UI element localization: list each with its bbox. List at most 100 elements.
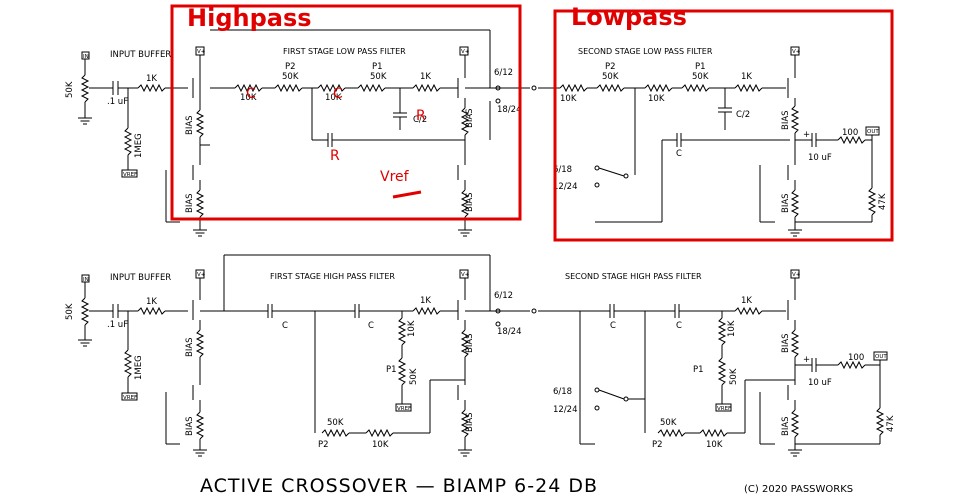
top-in-label: IN [83, 54, 89, 60]
bottom-p1: P1 [386, 365, 397, 375]
top-bias-6: BIAS [781, 193, 791, 213]
top-s2-10kb: 10K [648, 94, 665, 104]
bottom-sw2-a: 6/18 [553, 387, 572, 397]
bottom-bias-2: BIAS [185, 416, 195, 436]
top-s2-c: C [676, 149, 682, 159]
bottom-r1k: 1K [420, 296, 431, 306]
highpass-label: Highpass [187, 4, 312, 32]
top-s2-p1: P1 [695, 62, 706, 72]
bottom-s2-r10k: 10K [727, 320, 737, 337]
top-r10kb: 10K [325, 93, 342, 103]
top-p2-label: P2 [285, 62, 296, 72]
footer-title: ACTIVE CROSSOVER — BIAMP 6-24 DB [200, 475, 598, 497]
top-r1k: 1K [420, 72, 431, 82]
bottom-vplus-1: V+ [197, 272, 206, 278]
bottom-out-label: OUT [875, 354, 887, 360]
top-k50a: 50K [282, 72, 299, 82]
bottom-p2: P2 [318, 440, 329, 450]
bottom-in-label: IN [83, 277, 89, 283]
bottom-vplus-3: V+ [792, 272, 801, 278]
annotation-vref: Vref [380, 169, 410, 185]
top-out-load: 47K [878, 193, 888, 210]
bottom-k50b: 50K [327, 418, 344, 428]
top-k50b: 50K [370, 72, 387, 82]
top-sw-a: 6/12 [494, 68, 513, 78]
top-cap-in-label: .1 uF [107, 97, 128, 107]
bottom-r-bias: 1MEG [134, 355, 144, 380]
bottom-vplus-2: V+ [461, 272, 470, 278]
top-out-cap: 10 uF [808, 153, 832, 163]
footer-copyright: (C) 2020 PASSWORKS [744, 484, 853, 495]
bottom-input-buffer-title: INPUT BUFFER [110, 273, 171, 283]
top-p1-label: P1 [372, 62, 383, 72]
top-s2-c2: C/2 [736, 110, 750, 120]
bottom-out-load: 47K [886, 415, 896, 432]
annotation-c-1: C [246, 86, 256, 102]
top-c2: C/2 [413, 115, 427, 125]
top-vref-tag [121, 169, 138, 178]
top-bias-label-1: BIAS [185, 115, 195, 135]
bottom-k50: 50K [409, 368, 419, 385]
bottom-s2-p2: P2 [652, 440, 663, 450]
top-vref-label: VREF [123, 172, 137, 178]
bottom-sw-b: 18/24 [497, 327, 522, 337]
bottom-vref-3: VREF [717, 406, 731, 412]
top-input-pot [81, 74, 89, 103]
bottom-s2-r1k: 1K [741, 296, 752, 306]
top-r-in-label: 1K [146, 74, 157, 84]
top-input-buffer: IN 50K .1 uF 1K 1MEG VREF INPUT BUFFER V… [65, 46, 210, 237]
top-s2-10ka: 10K [560, 94, 577, 104]
top-s2-p2: P2 [605, 62, 616, 72]
bottom-out-cap: 10 uF [808, 378, 832, 388]
bottom-cap-in: .1 uF [107, 320, 128, 330]
top-bias-5: BIAS [781, 110, 791, 130]
bottom-pot-in: 50K [65, 303, 75, 320]
bottom-bias-4: BIAS [465, 412, 475, 432]
bottom-stage2-title: SECOND STAGE HIGH PASS FILTER [565, 272, 702, 281]
bottom-stage1-title: FIRST STAGE HIGH PASS FILTER [270, 272, 395, 281]
top-sw-b: 18/24 [497, 105, 522, 115]
bottom-bias-5: BIAS [781, 333, 791, 353]
top-pot-in-label: 50K [65, 81, 75, 98]
top-bias-label-2: BIAS [185, 193, 195, 213]
top-r-bias-label: 1MEG [134, 133, 144, 158]
top-first-stage: FIRST STAGE LOW PASS FILTER 10K P2 50K 1… [210, 29, 537, 237]
bottom-r10kb: 10K [372, 440, 389, 450]
bottom-s2-k50b: 50K [660, 418, 677, 428]
top-plus: + [803, 130, 810, 140]
bottom-s2-r10kb: 10K [706, 440, 723, 450]
lowpass-box [553, 9, 894, 242]
bottom-r10k: 10K [407, 320, 417, 337]
bottom-vref-2: VREF [397, 406, 411, 412]
bottom-s2-k50: 50K [729, 368, 739, 385]
bottom-c-1: C [282, 321, 288, 331]
annotation-r-1: R [416, 108, 426, 124]
top-vplus-3: V+ [792, 49, 801, 55]
bottom-c-3: C [610, 321, 616, 331]
bottom-r-in: 1K [146, 297, 157, 307]
top-input-buffer-title: INPUT BUFFER [110, 50, 171, 60]
bottom-sw-a: 6/12 [494, 291, 513, 301]
annotation-vref-underline [392, 190, 422, 199]
annotation-c-2: C [333, 86, 343, 102]
top-s2-50a: 50K [602, 72, 619, 82]
bottom-s2-p1: P1 [693, 365, 704, 375]
bottom-bias-1: BIAS [185, 337, 195, 357]
top-r10ka: 10K [240, 93, 257, 103]
lowpass-label: Lowpass [571, 3, 687, 31]
top-bias-3: BIAS [465, 108, 475, 128]
bottom-plus: + [803, 355, 810, 365]
bottom-sw2-b: 12/24 [553, 405, 578, 415]
top-stage2-title: SECOND STAGE LOW PASS FILTER [578, 47, 713, 56]
top-stage1-title: FIRST STAGE LOW PASS FILTER [283, 47, 406, 56]
top-s2-1k: 1K [741, 72, 752, 82]
top-second-stage: SECOND STAGE LOW PASS FILTER 10K P2 50K … [538, 46, 888, 237]
bottom-input-buffer: IN 50K .1 uF 1K 1MEG VREF INPUT BUFFER V… [65, 269, 208, 457]
bottom-second-stage: SECOND STAGE HIGH PASS FILTER C C 1K 10K… [538, 269, 896, 457]
bottom-c-4: C [676, 321, 682, 331]
bottom-first-stage: FIRST STAGE HIGH PASS FILTER C C 1K 10K … [200, 254, 537, 457]
top-bias-4: BIAS [465, 192, 475, 212]
bottom-c-2: C [368, 321, 374, 331]
